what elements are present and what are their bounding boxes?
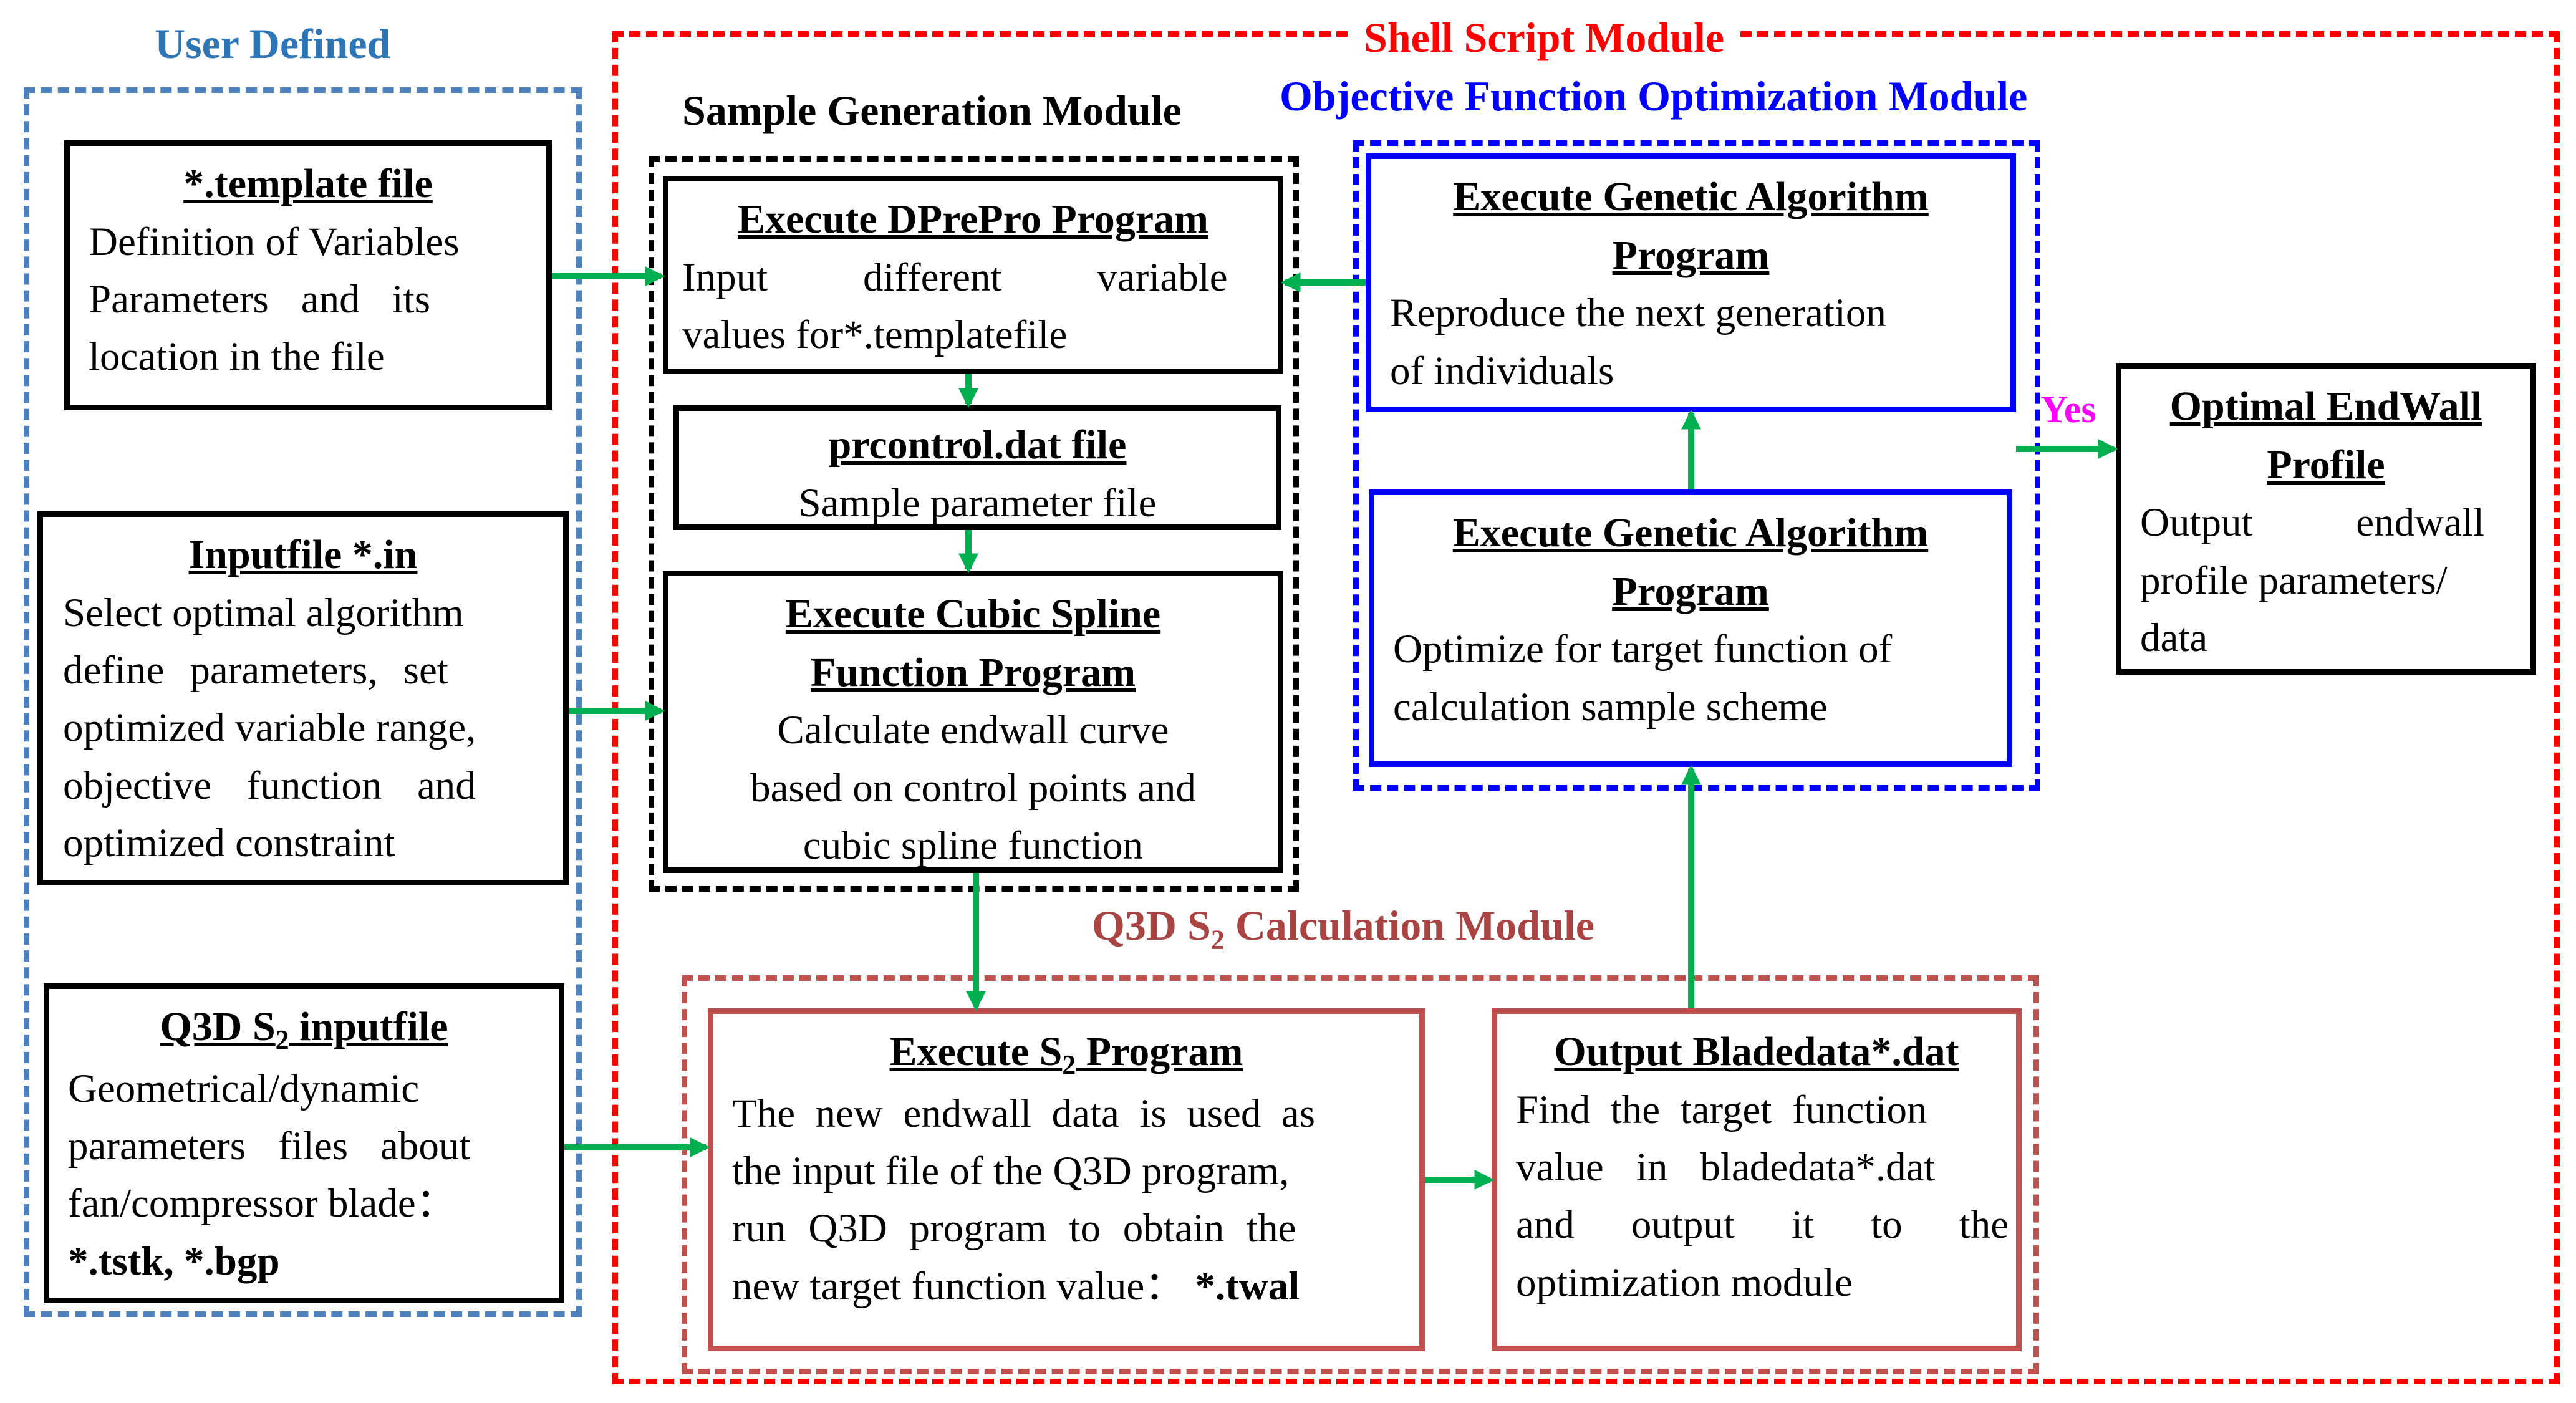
dprepro-program-line: Input different variable <box>682 254 1228 300</box>
bladedata-output-line: value in bladedata*.dat <box>1516 1145 1936 1190</box>
cubic-spline-line: Calculate endwall curve <box>777 708 1169 753</box>
ga-optimize-line: calculation sample scheme <box>1393 684 1828 730</box>
s2-program-title: Execute S2 Program <box>732 1023 1401 1085</box>
prcontrol-file-box: prcontrol.dat file Sample parameter file <box>673 405 1281 530</box>
inputfile-line: optimized variable range, <box>63 705 476 751</box>
ga-reproduce-title: Execute Genetic Algorithm <box>1453 174 1929 219</box>
sample-generation-title: Sample Generation Module <box>682 87 1182 134</box>
ga-optimize-line: Optimize for target function of <box>1393 627 1893 672</box>
inputfile-box: Inputfile *.in Select optimal algorithm … <box>37 511 569 885</box>
s2-title-rest: Program <box>1076 1029 1243 1074</box>
inputfile-line: objective function and <box>63 763 476 808</box>
cubic-spline-line: based on control points and <box>750 765 1196 811</box>
q3d-title-rest: Calculation Module <box>1224 902 1594 949</box>
q3d-inputfile-title-text: Q3D S <box>160 1004 276 1049</box>
prcontrol-file-description: Sample parameter file <box>798 480 1157 526</box>
template-file-line: location in the file <box>89 334 385 380</box>
inputfile-title: Inputfile *.in <box>188 532 418 577</box>
ga-reproduce-line: Reproduce the next generation <box>1390 291 1886 336</box>
ga-reproduce-box: Execute Genetic Algorithm Program Reprod… <box>1366 153 2016 412</box>
cubic-spline-line: cubic spline function <box>803 823 1144 869</box>
s2-program-box: Execute S2 Program The new endwall data … <box>708 1008 1425 1351</box>
q3d-title-subscript: 2 <box>1210 924 1225 955</box>
template-file-box: *.template file Definition of Variables … <box>64 140 552 410</box>
s2-program-line: The new endwall data is used as <box>732 1091 1316 1136</box>
shell-script-title: Shell Script Module <box>1350 16 1739 59</box>
cubic-spline-title: Execute Cubic Spline <box>785 591 1161 637</box>
optimal-endwall-line: Output endwall <box>2140 500 2485 546</box>
s2-title-text: Execute S <box>889 1029 1063 1074</box>
q3d-inputfile-line: Geometrical/dynamic <box>68 1066 420 1111</box>
q3d-title-text: Q3D S <box>1092 902 1211 949</box>
inputfile-line: optimized constraint <box>63 820 395 865</box>
yes-label: Yes <box>2040 388 2096 431</box>
optimal-endwall-line: data <box>2140 615 2208 661</box>
cubic-spline-box: Execute Cubic Spline Function Program Ca… <box>663 571 1283 873</box>
bladedata-output-box: Output Bladedata*.dat Find the target fu… <box>1492 1008 2022 1351</box>
s2-title-subscript: 2 <box>1062 1049 1076 1081</box>
s2-twal-extension: *.twal <box>1185 1263 1300 1309</box>
s2-program-line: the input file of the Q3D program, <box>732 1148 1290 1193</box>
inputfile-line: define parameters, set <box>63 648 448 693</box>
optimal-endwall-box: Optimal EndWall Profile Output endwall p… <box>2116 363 2536 675</box>
optimal-endwall-title: Optimal EndWall <box>2169 383 2482 429</box>
objective-optimization-region <box>1353 140 2040 791</box>
user-defined-title: User Defined <box>155 20 391 67</box>
s2-program-line: new target function value： *.twal <box>732 1258 1401 1315</box>
q3d-inputfile-title: Q3D S2 inputfile <box>68 998 540 1060</box>
q3d-inputfile-title-subscript: 2 <box>275 1025 289 1056</box>
s2-program-line: run Q3D program to obtain the <box>732 1206 1296 1251</box>
bladedata-output-title: Output Bladedata*.dat <box>1554 1029 1959 1074</box>
optimal-endwall-title: Profile <box>2267 441 2385 488</box>
optimal-endwall-line: profile parameters/ <box>2140 557 2448 603</box>
template-file-line: Parameters and its <box>89 277 431 322</box>
template-file-line: Definition of Variables <box>89 219 460 264</box>
cubic-spline-title: Function Program <box>810 649 1136 695</box>
inputfile-line: Select optimal algorithm <box>63 590 464 635</box>
bladedata-output-line: and output it to the <box>1516 1202 2009 1248</box>
dprepro-program-line: values for*.templatefile <box>682 312 1068 358</box>
q3d-inputfile-line: fan/compressor blade： <box>68 1181 456 1227</box>
q3d-inputfile-title-rest: inputfile <box>289 1004 448 1049</box>
q3d-calculation-region <box>682 975 2039 1374</box>
q3d-inputfile-line: parameters files about <box>68 1123 471 1169</box>
user-defined-region <box>24 87 582 1317</box>
s2-last-line-text: new target function value： <box>732 1263 1185 1309</box>
q3d-inputfile-extensions: *.tstk, *.bgp <box>68 1238 280 1284</box>
objective-optimization-title: Objective Function Optimization Module <box>1280 72 2028 120</box>
prcontrol-file-title: prcontrol.dat file <box>828 422 1127 468</box>
ga-optimize-title: Execute Genetic Algorithm <box>1452 510 1929 556</box>
ga-optimize-title: Program <box>1612 568 1769 614</box>
ga-optimize-box: Execute Genetic Algorithm Program Optimi… <box>1369 489 2012 767</box>
template-file-title: *.template file <box>183 161 433 206</box>
bladedata-output-line: optimization module <box>1516 1260 1853 1305</box>
ga-reproduce-title: Program <box>1612 232 1770 278</box>
bladedata-output-line: Find the target function <box>1516 1087 1927 1132</box>
dprepro-program-title: Execute DPrePro Program <box>737 196 1209 242</box>
q3d-calculation-title: Q3D S2 Calculation Module <box>1082 904 1604 954</box>
ga-reproduce-line: of individuals <box>1390 348 1614 393</box>
q3d-inputfile-box: Q3D S2 inputfile Geometrical/dynamic par… <box>44 983 564 1303</box>
dprepro-program-box: Execute DPrePro Program Input different … <box>663 176 1283 374</box>
